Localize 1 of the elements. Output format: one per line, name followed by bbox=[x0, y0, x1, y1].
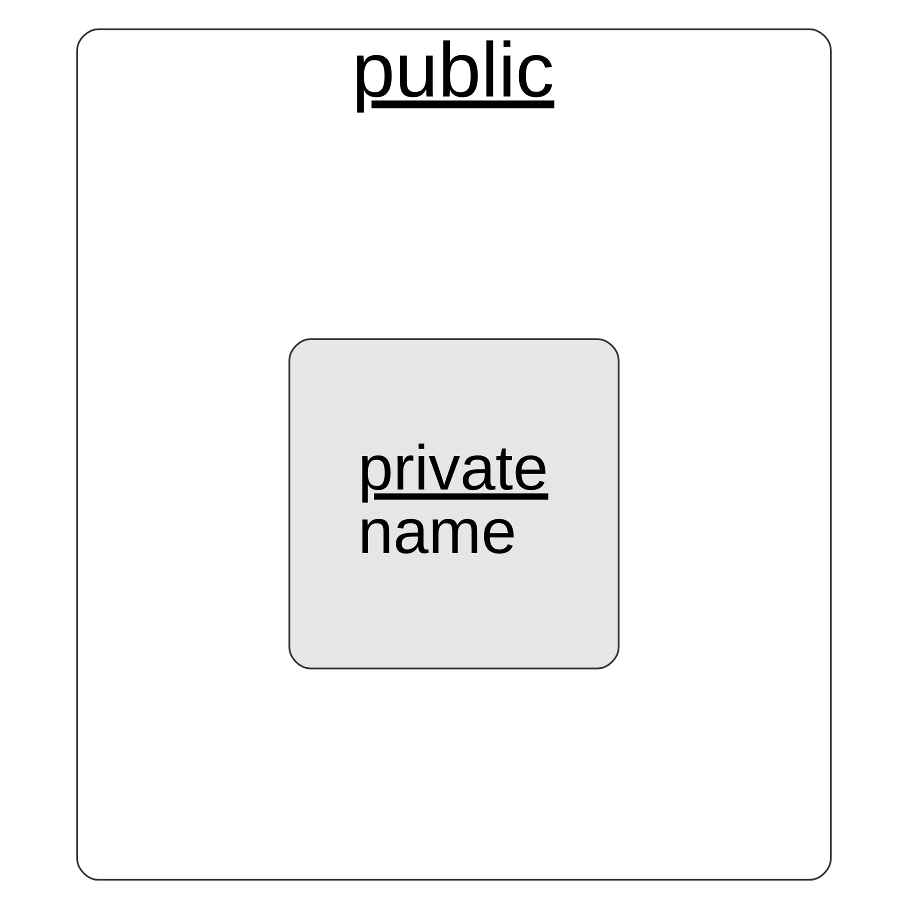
node-box: private name bbox=[288, 338, 620, 670]
